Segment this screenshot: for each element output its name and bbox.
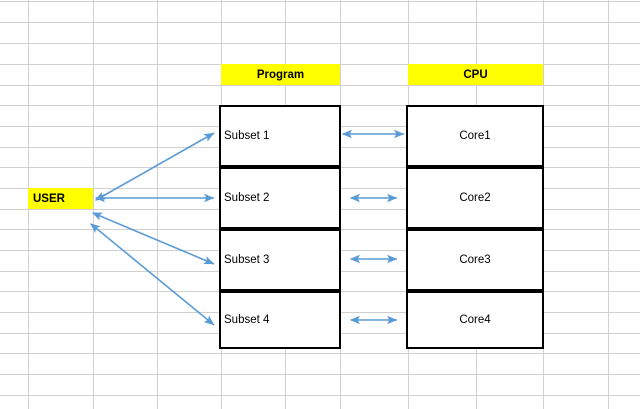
cpu-core-label-4: Core4 bbox=[459, 314, 491, 326]
program-header-cell: Program bbox=[221, 64, 340, 85]
gridline-vertical-2 bbox=[157, 0, 158, 409]
program-header-label: Program bbox=[256, 68, 305, 81]
gridline-horizontal-18 bbox=[0, 374, 640, 375]
gridline-vertical-9 bbox=[608, 0, 609, 409]
cpu-core-label-1: Core1 bbox=[459, 130, 491, 142]
program-subset-box-1: Subset 1 bbox=[219, 105, 341, 167]
gridline-horizontal-19 bbox=[0, 395, 640, 396]
program-subset-box-3: Subset 3 bbox=[219, 229, 341, 291]
gridline-horizontal-0 bbox=[0, 1, 640, 2]
gridline-vertical-1 bbox=[93, 0, 94, 409]
gridline-horizontal-2 bbox=[0, 43, 640, 44]
program-subset-label-2: Subset 2 bbox=[224, 192, 270, 204]
gridline-horizontal-4 bbox=[0, 85, 640, 86]
gridline-horizontal-17 bbox=[0, 353, 640, 354]
program-subset-box-4: Subset 4 bbox=[219, 291, 341, 349]
cpu-core-label-2: Core2 bbox=[459, 192, 491, 204]
cpu-core-box-1: Core1 bbox=[406, 105, 544, 167]
cpu-core-label-3: Core3 bbox=[459, 254, 491, 266]
program-subset-box-2: Subset 2 bbox=[219, 167, 341, 229]
cpu-core-box-3: Core3 bbox=[406, 229, 544, 291]
program-subset-label-1: Subset 1 bbox=[224, 130, 270, 142]
user-box: USER bbox=[28, 188, 93, 209]
cpu-header-label: CPU bbox=[463, 68, 488, 81]
user-label: USER bbox=[33, 192, 65, 205]
program-subset-label-3: Subset 3 bbox=[224, 254, 270, 266]
cpu-core-box-2: Core2 bbox=[406, 167, 544, 229]
program-subset-label-4: Subset 4 bbox=[224, 314, 270, 326]
cpu-core-box-4: Core4 bbox=[406, 291, 544, 349]
cpu-header-cell: CPU bbox=[408, 64, 543, 85]
gridline-horizontal-1 bbox=[0, 22, 640, 23]
